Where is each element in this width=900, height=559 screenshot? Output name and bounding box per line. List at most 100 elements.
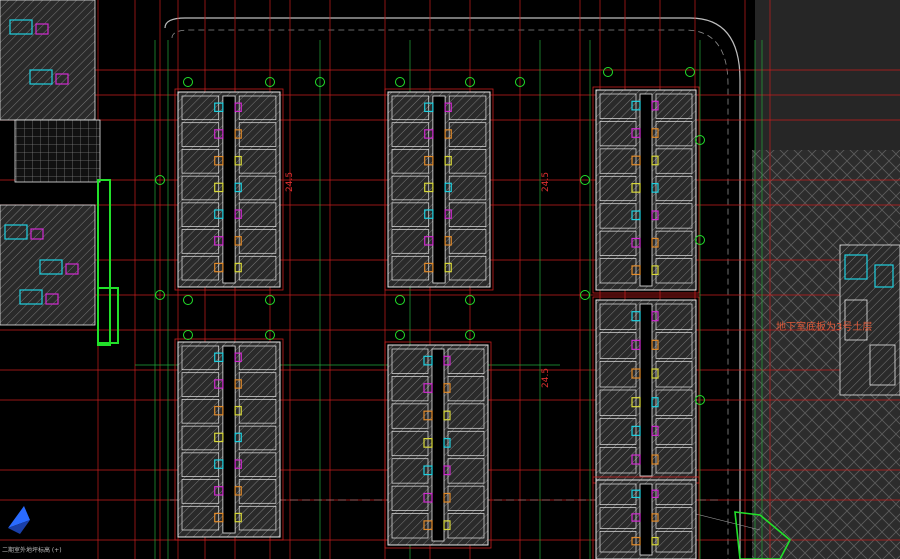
room (655, 483, 693, 506)
fixture (214, 155, 224, 166)
dimension-label-c: 24.5 (541, 368, 551, 388)
room (391, 95, 430, 121)
unit-room (30, 228, 44, 240)
building-block (174, 338, 284, 541)
fixture (651, 536, 659, 546)
room (238, 345, 277, 371)
right-gray-field (755, 0, 900, 150)
fixture (444, 102, 452, 113)
fixture (443, 520, 451, 531)
axis-bubble-icon (183, 330, 193, 340)
fixture (443, 383, 451, 393)
fixture (651, 155, 659, 166)
room (181, 345, 220, 371)
room (181, 175, 220, 201)
room (391, 122, 430, 147)
room (599, 93, 637, 119)
room (448, 229, 487, 254)
room (655, 389, 693, 417)
room (599, 507, 637, 529)
building-blocks (174, 86, 700, 559)
room (181, 399, 220, 424)
fixture (234, 236, 242, 246)
axis-bubble-icon (395, 77, 405, 87)
room (391, 485, 429, 511)
fixture (234, 129, 242, 139)
core-corridor (639, 93, 653, 287)
room (391, 458, 429, 484)
axis-bubble-icon (465, 295, 475, 305)
fixture (631, 339, 641, 350)
unit-room (19, 289, 43, 305)
axis-bubble-icon (183, 295, 193, 305)
room (655, 93, 693, 119)
fixture (631, 183, 641, 193)
unit-room (55, 73, 69, 85)
room (599, 203, 637, 229)
room (238, 202, 277, 227)
fixture (214, 352, 224, 363)
bottom-annotation-note: 二期室外地坪标高 (+) (2, 546, 62, 554)
room (181, 372, 220, 397)
room (391, 376, 429, 402)
room (655, 360, 693, 388)
fixture (443, 465, 451, 476)
fixture (651, 183, 659, 193)
fixture (651, 454, 659, 465)
room (391, 430, 429, 457)
fixture (651, 128, 659, 138)
fixture (651, 311, 659, 322)
building-axis-frame (384, 341, 492, 549)
building-block (592, 296, 700, 484)
axis-bubbles (155, 67, 705, 405)
room (391, 202, 430, 227)
unit-room (844, 254, 868, 280)
core-corridor (222, 95, 236, 284)
fixture (214, 102, 224, 113)
room (391, 348, 429, 374)
room (599, 230, 637, 256)
fixture (214, 209, 224, 219)
room (599, 332, 637, 359)
axis-bubble-icon (515, 77, 525, 87)
building-axis-frame (384, 88, 494, 291)
fixture (631, 210, 641, 221)
room (448, 255, 487, 281)
room (655, 530, 693, 553)
fixture (234, 459, 242, 469)
fixture (631, 155, 641, 166)
fixture (214, 262, 224, 273)
fixture (424, 209, 434, 219)
room (655, 230, 693, 256)
axis-bubble-icon (695, 235, 705, 245)
fixture (443, 492, 451, 503)
room (238, 255, 277, 281)
fixture (651, 513, 659, 522)
fixture (631, 100, 641, 111)
room (447, 348, 485, 374)
axis-bubble-icon (265, 330, 275, 340)
green-outline-bottom (734, 511, 792, 559)
room (655, 446, 693, 474)
fixture (424, 182, 434, 193)
fixture (423, 383, 433, 393)
room (655, 258, 693, 284)
room (448, 122, 487, 147)
fixture (424, 155, 434, 166)
unit-room (45, 293, 59, 305)
fixture (444, 209, 452, 219)
fixture (234, 182, 242, 193)
fixture (234, 209, 242, 219)
building-block (384, 88, 494, 291)
room (181, 229, 220, 254)
fixture (214, 379, 224, 389)
core-corridor (431, 348, 445, 542)
room (447, 458, 485, 484)
room (599, 258, 637, 284)
room (599, 530, 637, 553)
axis-bubble-icon (603, 67, 613, 77)
building-axis-frame (174, 338, 284, 541)
building-block (174, 88, 284, 291)
fixture (443, 410, 451, 421)
fixture (631, 265, 641, 276)
